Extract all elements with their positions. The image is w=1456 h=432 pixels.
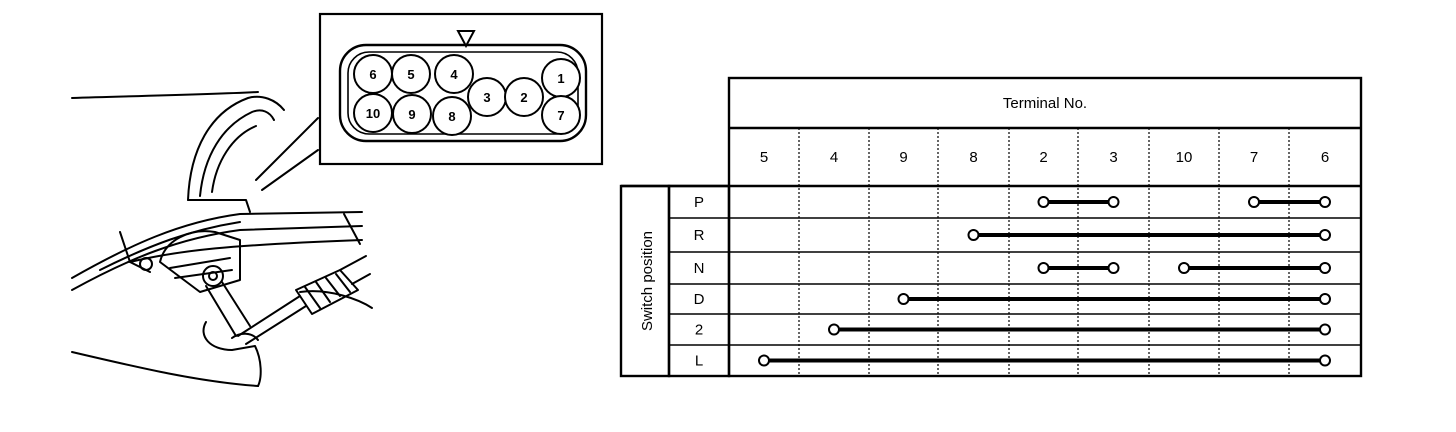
frame-bolt (139, 257, 153, 271)
bracket-face (187, 199, 251, 213)
terminal-label: 5 (760, 149, 768, 166)
shaft-bar-top (71, 211, 363, 279)
switch-position-header: Switch position (639, 231, 656, 331)
switch-bolt-core (208, 271, 218, 281)
frame-left (119, 231, 151, 273)
connector-key-mark (456, 30, 476, 49)
continuity-terminal-dot (1319, 323, 1331, 336)
position-label: 2 (695, 322, 703, 339)
terminal-label: 6 (1321, 149, 1329, 166)
connector-pin-label: 6 (369, 67, 376, 82)
callout-line-bottom (261, 149, 319, 191)
position-label: L (695, 353, 703, 370)
connector-pin-label: 7 (557, 108, 564, 123)
connector-pin-label: 8 (448, 109, 455, 124)
position-label: N (694, 260, 705, 277)
continuity-terminal-dot (1178, 262, 1190, 274)
control-rod (237, 295, 307, 345)
switch-body (159, 230, 241, 293)
rod-boot (295, 269, 359, 315)
connector-pin-label: 1 (557, 71, 564, 86)
connector-inner-shell (347, 51, 579, 135)
connector-pin-label: 2 (520, 90, 527, 105)
continuity-terminal-dot (897, 293, 910, 305)
connector-pin-label: 9 (408, 107, 415, 122)
shaft-bar-inner (99, 221, 241, 271)
position-label: R (694, 227, 705, 244)
lever-bracket-outer (187, 95, 285, 201)
connector-pin-label: 10 (366, 106, 380, 121)
continuity-terminal-dot (1107, 262, 1120, 274)
lever-bracket-inner-2 (211, 125, 257, 193)
continuity-terminal-dot (758, 354, 770, 367)
continuity-terminal-dot (967, 229, 980, 241)
position-label-column (667, 184, 731, 378)
housing-outline-top (71, 91, 259, 99)
terminal-label: 9 (899, 149, 907, 166)
connector-pin (391, 54, 431, 94)
rod-boot-ribs (304, 273, 351, 309)
transmission-linkage-illustration (71, 91, 373, 387)
continuity-terminal-dot (1248, 196, 1260, 208)
connector-callout: 6 5 4 3 2 1 10 9 8 7 (318, 12, 604, 166)
connector-outer-shell (338, 43, 588, 143)
terminal-label: 2 (1039, 149, 1047, 166)
position-label: D (694, 291, 705, 308)
continuity-terminal-dot (1319, 262, 1331, 274)
connector-pin-label: 3 (483, 90, 490, 105)
rod-end (339, 255, 371, 285)
lever-bend (202, 321, 262, 387)
continuity-terminal-dot (1107, 196, 1120, 208)
continuity-terminal-dot (1037, 262, 1050, 274)
connector-pin (392, 94, 432, 134)
manual-lever (205, 281, 251, 337)
switch-bolt (202, 265, 224, 287)
connector-pin (541, 95, 581, 135)
continuity-terminal-dot (828, 323, 840, 336)
terminal-label: 3 (1109, 149, 1117, 166)
continuity-terminal-dot (1319, 293, 1331, 305)
connector-pin (353, 93, 393, 133)
terminal-no-header: Terminal No. (1003, 95, 1087, 112)
position-label: P (694, 194, 704, 211)
terminal-label: 7 (1250, 149, 1258, 166)
housing-outline-bottom (71, 351, 259, 387)
terminal-label: 10 (1176, 149, 1193, 166)
terminal-label: 8 (969, 149, 977, 166)
connector-pin-label: 4 (450, 67, 458, 82)
continuity-table: Terminal No. Switch position 5 4 9 8 2 3 10 7 6PRN… (619, 76, 1363, 378)
lever-bracket-inner (199, 109, 275, 197)
continuity-terminal-dot (1037, 196, 1050, 208)
terminal-label: 4 (830, 149, 838, 166)
connector-pin-label: 5 (407, 67, 414, 82)
shaft-bar-bottom (71, 225, 363, 291)
continuity-terminal-dot (1319, 229, 1331, 241)
frame-right-vertical (343, 213, 361, 245)
connector-pin (434, 54, 474, 94)
connector-pin (432, 96, 472, 136)
continuity-terminal-dot (1319, 196, 1331, 208)
connector-pin (504, 77, 544, 117)
continuity-terminal-dot (1319, 354, 1331, 367)
callout-line-top (255, 117, 319, 181)
